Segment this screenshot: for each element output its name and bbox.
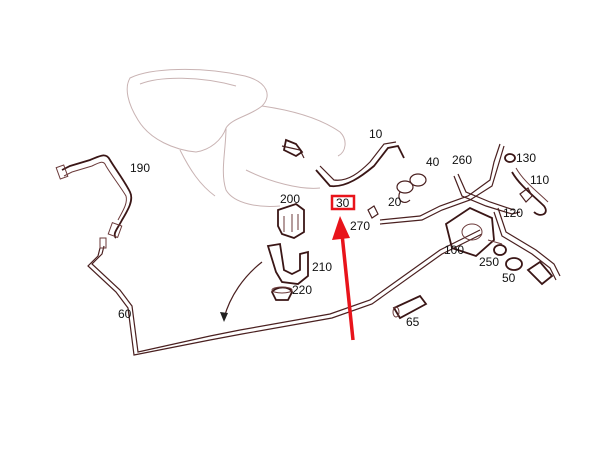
lines-right (379, 143, 561, 281)
highlight-arrow-shaft (340, 233, 355, 341)
callout-200: 200 (280, 192, 300, 206)
highlight-arrow-head (332, 216, 350, 240)
body-outline (126, 68, 346, 207)
callout-270: 270 (350, 219, 370, 233)
routing-arrow (220, 261, 263, 322)
filter-100 (444, 206, 503, 258)
callout-50: 50 (502, 271, 516, 285)
assembly-10-20-40 (281, 138, 427, 219)
highlight-30: 30 (330, 194, 356, 341)
callout-120: 120 (503, 206, 523, 220)
callout-30: 30 (336, 196, 350, 210)
callout-20: 20 (388, 195, 402, 209)
callout-250: 250 (479, 255, 499, 269)
callout-190: 190 (130, 161, 150, 175)
clip-200 (277, 202, 305, 239)
callout-labels: 10 20 40 50 60 65 100 110 120 130 190 20… (118, 127, 549, 329)
bracket-210 (266, 242, 309, 285)
callout-40: 40 (426, 155, 440, 169)
hose-190 (55, 154, 133, 239)
callout-220: 220 (292, 283, 312, 297)
sleeve-65 (392, 294, 428, 320)
callout-130: 130 (516, 151, 536, 165)
callout-10: 10 (369, 127, 383, 141)
callout-60: 60 (118, 307, 132, 321)
clamps-250-50 (493, 244, 554, 286)
callout-65: 65 (406, 315, 420, 329)
callout-210: 210 (312, 260, 332, 274)
callout-100: 100 (444, 243, 464, 257)
callout-110: 110 (530, 173, 549, 187)
line-60 (87, 229, 483, 356)
callout-260: 260 (452, 153, 472, 167)
hose-110-130 (504, 153, 549, 216)
highlight-box (330, 194, 356, 211)
grommet-220 (270, 286, 293, 301)
